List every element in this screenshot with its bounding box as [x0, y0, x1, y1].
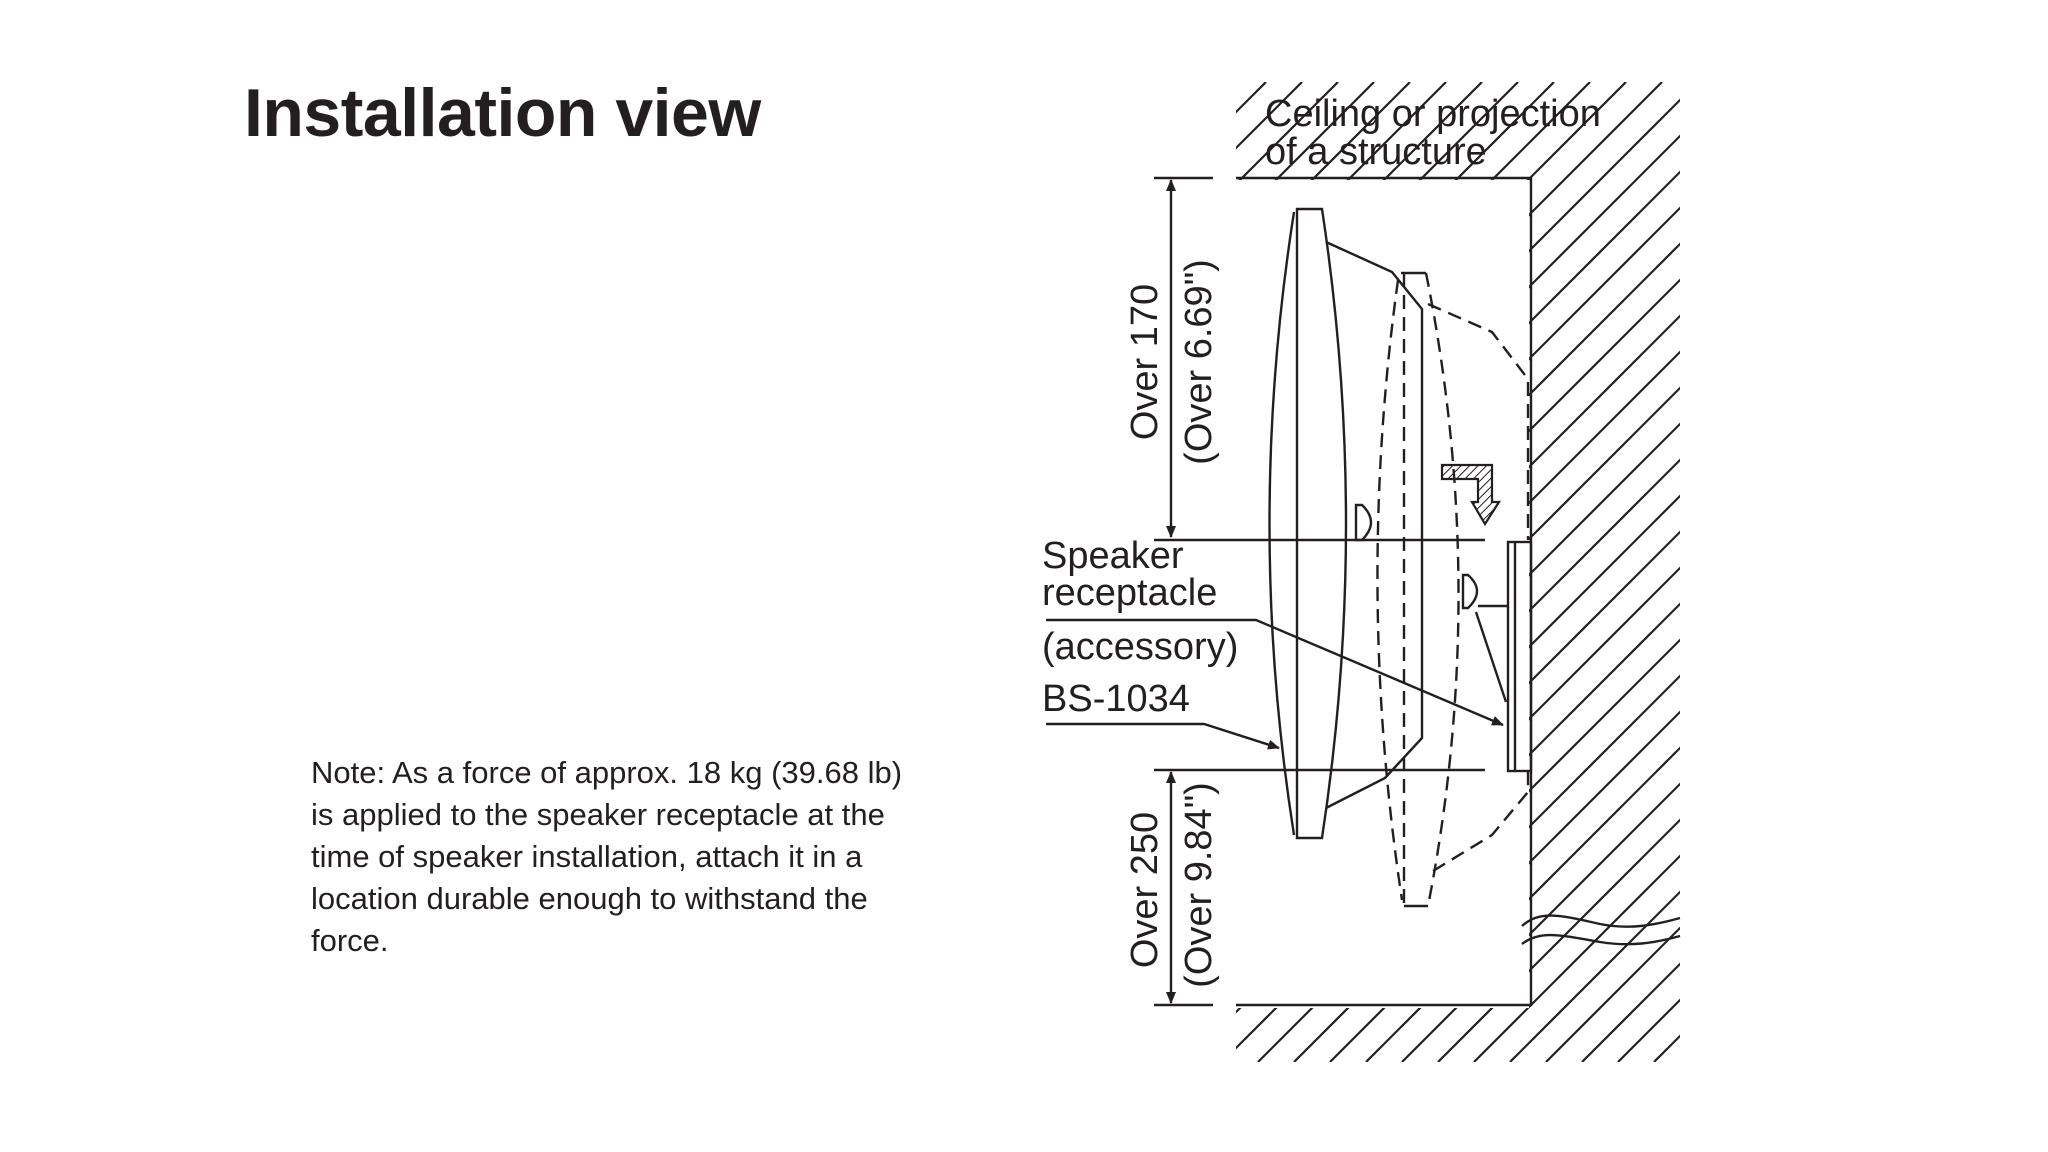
hatch-line — [1509, 82, 1680, 1062]
hatch-line — [1473, 82, 1680, 1062]
hatch-line — [1437, 82, 1680, 1062]
hatch-line — [1236, 82, 1680, 1062]
wall-outline — [1236, 176, 1533, 1007]
leader-model — [1046, 722, 1280, 750]
note-line: time of speaker installation, attach it … — [311, 839, 863, 874]
hatch-line — [1236, 82, 1411, 1062]
hatch-line — [1581, 82, 1680, 1062]
hatch-line — [1365, 82, 1680, 1062]
hatch-line — [1236, 82, 1483, 1062]
installation-note: Note: As a force of approx. 18 kg (39.68… — [311, 752, 1031, 962]
hatch-line — [1726, 82, 2048, 1062]
hatch-line — [1236, 82, 1680, 1062]
model-label: BS-1034 — [1042, 678, 1190, 720]
clip-hook — [1461, 573, 1508, 703]
hatch-line — [1617, 82, 1680, 1062]
hatch-line — [1762, 82, 2048, 1062]
speaker-receptacle — [1506, 540, 1533, 773]
hatch-line — [1236, 82, 1680, 1062]
hatch-line — [1293, 82, 1680, 1062]
note-line: is applied to the speaker receptacle at … — [311, 797, 885, 832]
hatch-line — [1236, 82, 1680, 1062]
hatch-line — [1329, 82, 1680, 1062]
hatch-line — [1236, 82, 1375, 1062]
speaker-hanging-position — [1376, 272, 1530, 907]
cable — [1521, 914, 1681, 928]
hatch-line — [1236, 82, 1680, 1062]
dimension-bottom-in: (Over 9.84") — [1178, 782, 1220, 988]
hatch-line — [1401, 82, 1680, 1062]
note-line: Note: As a force of approx. 18 kg (39.68… — [311, 755, 903, 790]
hatch-line — [1653, 82, 1680, 1062]
dimension-top-mm: Over 170 — [1124, 284, 1166, 440]
hatch-line — [1236, 82, 1447, 1062]
direction-arrow-icon — [1440, 463, 1502, 527]
ceiling-label: Ceiling or projection — [1265, 93, 1601, 135]
hatch-line — [1798, 82, 2048, 1062]
hatch-line — [1236, 82, 1680, 1062]
dimension-top-in: (Over 6.69") — [1178, 259, 1220, 465]
note-line: location durable enough to withstand the — [311, 881, 868, 916]
ceiling-label: of a structure — [1265, 131, 1487, 173]
hatch-line — [1236, 82, 1680, 1062]
note-line: force. — [311, 923, 389, 958]
receptacle-label: Speaker — [1042, 535, 1184, 577]
speaker-installed — [1268, 207, 1424, 840]
page-title: Installation view — [244, 75, 761, 151]
hatch-line — [1236, 82, 1519, 1062]
leader-receptacle — [1046, 618, 1504, 727]
receptacle-label: receptacle — [1042, 572, 1217, 614]
hatch-line — [1690, 82, 2048, 1062]
hatch-line — [1236, 82, 1680, 1062]
receptacle-label: (accessory) — [1042, 626, 1238, 668]
hatch-line — [1236, 82, 1680, 1062]
dimension-bottom-mm: Over 250 — [1124, 812, 1166, 968]
